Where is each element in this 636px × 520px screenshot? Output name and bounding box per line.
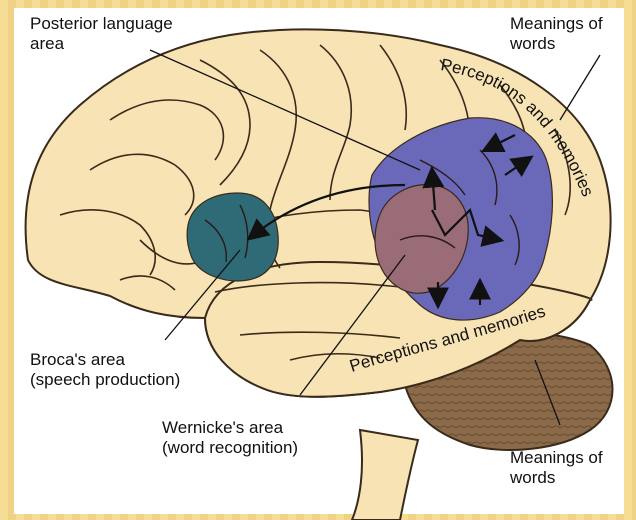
wernicke-label-line1: Wernicke's area — [162, 418, 298, 438]
posterior-label-line1: Posterior language — [30, 14, 173, 34]
meanings-top-line2: words — [510, 34, 603, 54]
meanings-top-label: Meanings of words — [510, 14, 603, 54]
broca-label-line1: Broca's area — [30, 350, 180, 370]
wernicke-label-line2: (word recognition) — [162, 438, 298, 458]
brain-stem — [352, 430, 418, 520]
meanings-bottom-label: Meanings of words — [510, 448, 603, 488]
broca-label: Broca's area (speech production) — [30, 350, 180, 390]
wernicke-label: Wernicke's area (word recognition) — [162, 418, 298, 458]
posterior-language-label: Posterior language area — [30, 14, 173, 54]
broca-region — [187, 193, 278, 281]
posterior-label-line2: area — [30, 34, 173, 54]
meanings-top-pointer-line — [560, 55, 600, 120]
meanings-bottom-line2: words — [510, 468, 603, 488]
meanings-bottom-line1: Meanings of — [510, 448, 603, 468]
broca-label-line2: (speech production) — [30, 370, 180, 390]
meanings-top-line1: Meanings of — [510, 14, 603, 34]
